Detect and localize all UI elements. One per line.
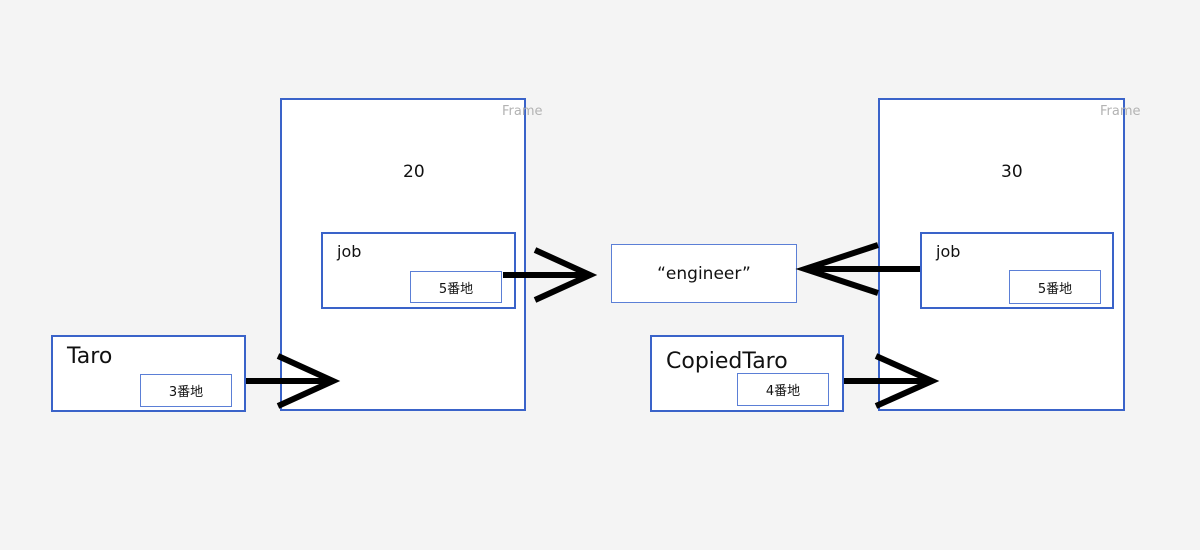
arrow-right-job-to-string (795, 242, 920, 296)
frame-right-job-label: job (936, 242, 961, 261)
variable-copiedtaro-address: 4番地 (737, 373, 829, 406)
frame-right-value: 30 (1001, 162, 1023, 182)
variable-taro-label: Taro (67, 344, 113, 369)
frame-left-value: 20 (403, 162, 425, 182)
arrow-copiedtaro-to-frame-right (844, 353, 940, 409)
arrow-left-job-to-string (503, 247, 598, 303)
variable-copiedtaro-label: CopiedTaro (666, 349, 788, 374)
frame-left-job-label: job (337, 242, 362, 261)
frame-left-tag: Frame (502, 104, 543, 119)
frame-right-job-address: 5番地 (1009, 270, 1101, 304)
arrow-taro-to-frame-left (246, 353, 341, 409)
string-value-box: “engineer” (611, 244, 797, 303)
frame-left-job-address: 5番地 (410, 271, 502, 303)
variable-taro-address: 3番地 (140, 374, 232, 407)
frame-left-job-field: job (321, 232, 516, 309)
frame-right-tag: Frame (1100, 104, 1141, 119)
